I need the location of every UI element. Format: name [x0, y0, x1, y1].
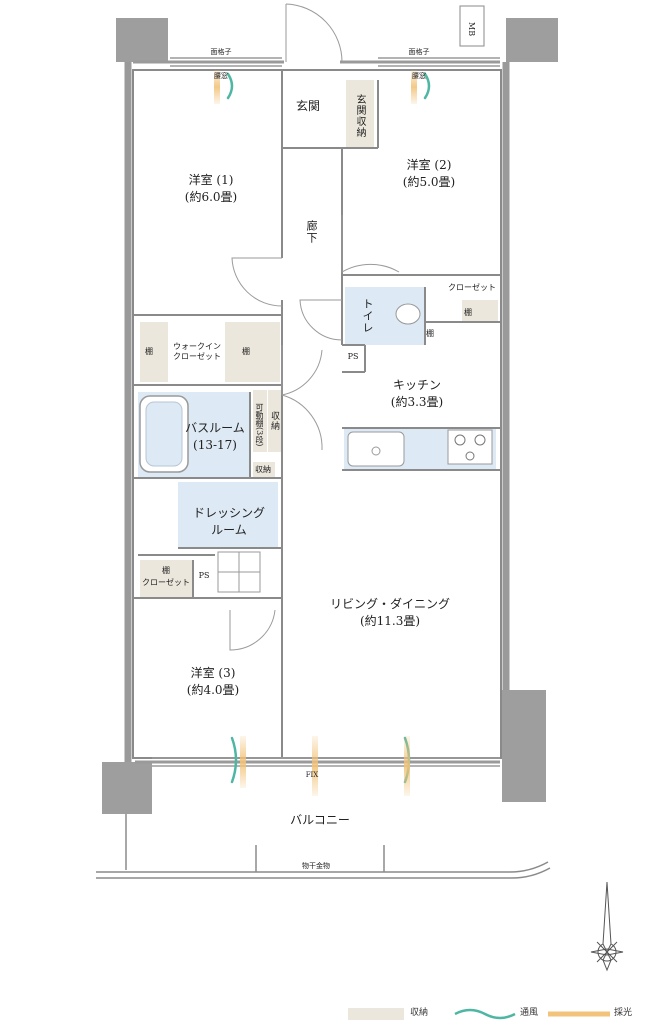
storage-label-hall: 収納 — [269, 411, 279, 431]
kitchen-sink — [347, 431, 405, 467]
columns — [102, 18, 558, 814]
grille-label-w2: 面格子 — [408, 48, 430, 56]
legend-storage-swatch — [348, 1008, 404, 1020]
daylight-markers — [214, 70, 417, 796]
room-dressing-name2: ルーム — [211, 523, 247, 537]
room-entrance-storage: 玄関収納 — [354, 94, 365, 138]
stove — [447, 429, 493, 465]
room-western2-size: (約5.0畳) — [402, 175, 456, 189]
room-kitchen: キッチン (約3.3畳) — [372, 377, 462, 411]
room-balcony: バルコニー — [290, 813, 350, 827]
compass-rose-icon — [590, 881, 624, 972]
waist-window-label-w1: 腰窓 — [214, 72, 228, 80]
shelf-walkin-right: 棚 — [242, 347, 250, 356]
fix-label: FIX — [305, 771, 319, 779]
shelf-w3: 棚 — [162, 566, 170, 575]
toilet-bowl — [395, 303, 421, 325]
room-western3-size: (約4.0畳) — [186, 683, 240, 697]
waist-window-label-w2: 腰窓 — [412, 72, 426, 80]
room-western3: 洋室 (3) (約4.0畳) — [168, 665, 258, 699]
legend-ventilation-swatch — [454, 1008, 516, 1020]
closet-w3-label: クローゼット — [142, 578, 190, 587]
windows — [152, 57, 500, 767]
room-western2: 洋室 (2) (約5.0畳) — [384, 157, 474, 191]
ps-label-dressing: PS — [198, 571, 210, 580]
legend-ventilation-label: 通風 — [520, 1008, 539, 1018]
room-bathroom-size: (13-17) — [193, 438, 237, 452]
storage-areas — [140, 80, 498, 598]
room-western1-name: 洋室 (1) — [188, 173, 234, 187]
room-western3-name: 洋室 (3) — [190, 666, 236, 680]
balcony-outline — [96, 814, 551, 879]
closet-w2-label: クローゼット — [448, 283, 496, 292]
shelf-walkin-left: 棚 — [145, 347, 153, 356]
ps-label-toilet: PS — [347, 352, 359, 361]
shelf-w2: 棚 — [464, 308, 472, 317]
grille-label-w1: 面格子 — [210, 48, 232, 56]
shelf-toilet: 棚 — [426, 329, 434, 338]
room-ldk-name: リビング・ダイニング — [329, 597, 450, 611]
room-walkin-line1: ウォークイン — [173, 342, 221, 351]
mb-label: MB — [467, 21, 476, 37]
room-bathroom-name: バスルーム — [185, 421, 245, 435]
room-dressing: ドレッシング ルーム — [184, 505, 274, 539]
room-western1-size: (約6.0畳) — [184, 190, 238, 204]
room-walkin-line2: クローゼット — [173, 352, 221, 361]
movable-shelf-label: 可動棚(3段) — [255, 403, 264, 447]
legend-storage-label: 収納 — [410, 1008, 429, 1018]
room-kitchen-name: キッチン — [392, 378, 441, 392]
room-ldk: リビング・ダイニング (約11.3畳) — [320, 596, 460, 630]
mb-box — [459, 5, 485, 47]
room-ldk-size: (約11.3畳) — [359, 614, 421, 628]
room-kitchen-size: (約3.3畳) — [390, 395, 444, 409]
room-western2-name: 洋室 (2) — [406, 158, 452, 172]
legend-daylight-label: 採光 — [614, 1008, 633, 1018]
room-walkin: ウォークイン クローゼット — [166, 342, 228, 362]
room-entrance: 玄関 — [295, 99, 320, 113]
walls — [124, 60, 510, 764]
room-western1: 洋室 (1) (約6.0畳) — [166, 172, 256, 206]
room-toilet: トイレ — [361, 298, 374, 334]
laundry-hardware-label: 物干金物 — [302, 862, 330, 870]
door-swings — [229, 3, 400, 651]
storage-label-dressing: 収納 — [255, 465, 271, 474]
room-bathroom: バスルーム (13-17) — [180, 420, 250, 454]
room-dressing-name: ドレッシング — [192, 506, 265, 520]
room-hallway: 廊下 — [305, 220, 318, 244]
interior-walls — [132, 69, 502, 759]
